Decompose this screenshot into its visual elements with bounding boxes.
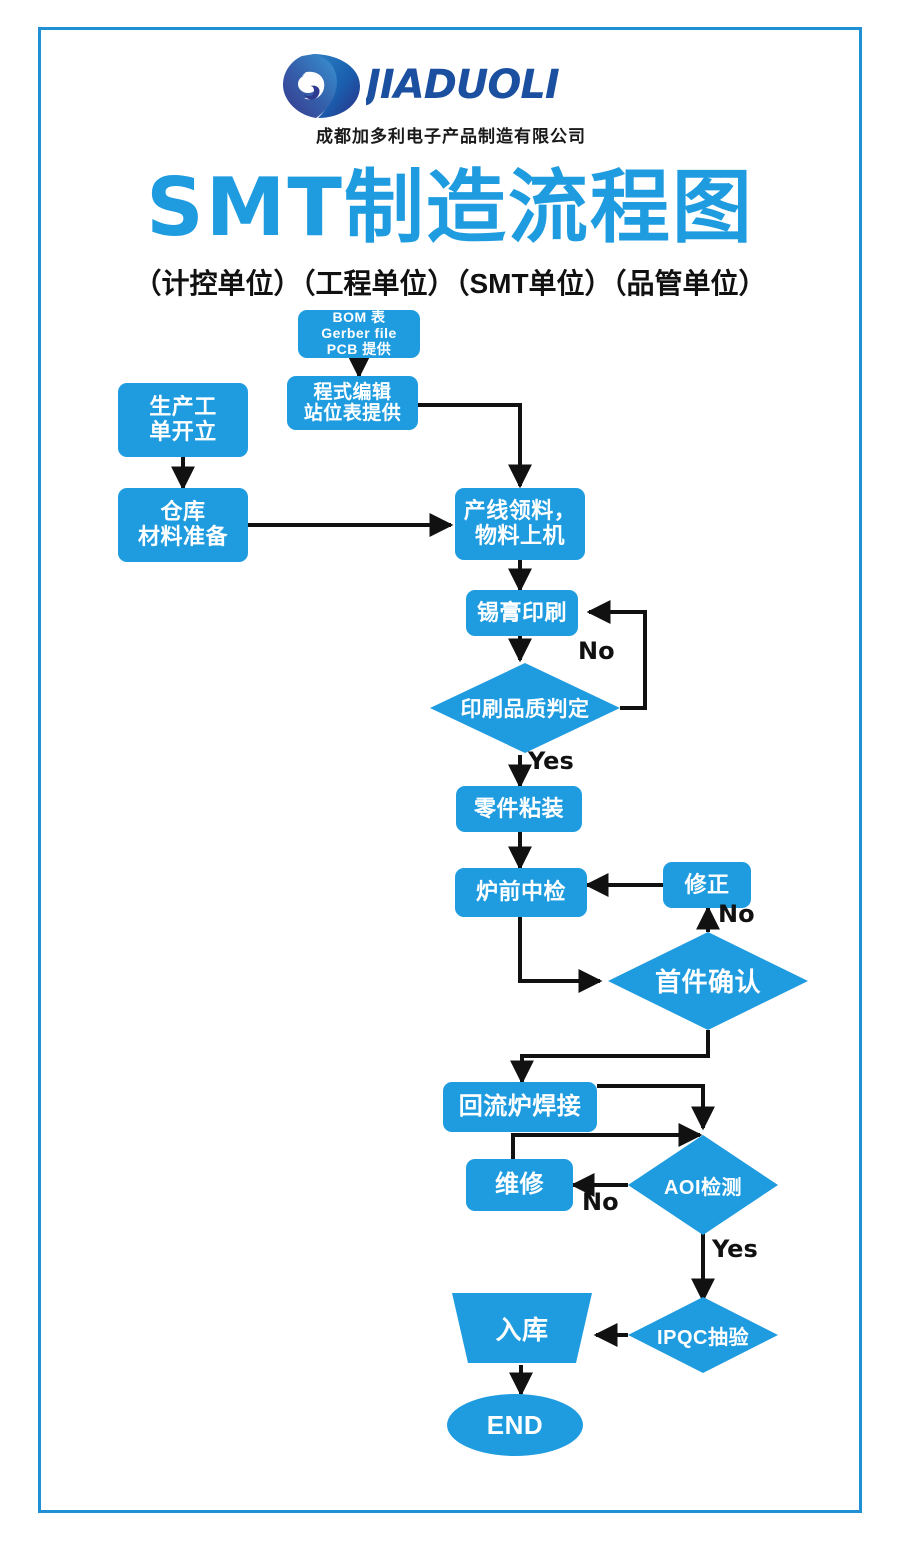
node-firstarticle-shape xyxy=(608,932,808,1030)
node-printing-label: 锡膏印刷 xyxy=(476,599,567,625)
edge-label-aoi-yes: Yes xyxy=(712,1235,758,1263)
node-repair[interactable]: 维修 xyxy=(466,1159,573,1211)
node-program[interactable]: 程式编辑 站位表提供 xyxy=(287,376,418,430)
node-aoi-shape xyxy=(628,1135,778,1235)
node-feeding[interactable]: 产线领料， 物料上机 xyxy=(455,488,585,560)
page-subtitle: （计控单位）（工程单位）（SMT单位）（品管单位） xyxy=(133,268,767,299)
page-title: SMT制造流程图 xyxy=(146,161,754,254)
node-printing[interactable]: 锡膏印刷 xyxy=(466,590,578,636)
flow-connectors xyxy=(171,354,808,1456)
node-printqc-shape xyxy=(430,663,620,753)
node-bom-label: BOM 表 Gerber file PCB 提供 xyxy=(321,309,397,357)
jiaduoli-swirl-logo-icon xyxy=(280,52,364,120)
node-end-shape xyxy=(447,1394,583,1456)
node-repair-label: 维修 xyxy=(495,1170,544,1198)
edge-label-aoi-no: No xyxy=(582,1188,619,1216)
company-logo: JIADUOLI 成都加多利电子产品制造有限公司 xyxy=(280,52,620,152)
node-stockin-shape xyxy=(452,1293,592,1363)
company-name: 成都加多利电子产品制造有限公司 xyxy=(316,127,586,146)
node-placement[interactable]: 零件粘装 xyxy=(456,786,582,832)
node-reflow-label: 回流炉焊接 xyxy=(458,1092,582,1120)
node-rework1[interactable]: 修正 xyxy=(663,862,751,908)
poster-border-frame xyxy=(38,27,862,1513)
node-rework1-label: 修正 xyxy=(684,871,730,897)
node-preoven[interactable]: 炉前中检 xyxy=(455,868,587,917)
node-bom[interactable]: BOM 表 Gerber file PCB 提供 xyxy=(298,310,420,358)
node-preoven-label: 炉前中检 xyxy=(475,879,566,905)
node-reflow[interactable]: 回流炉焊接 xyxy=(443,1082,597,1132)
svg-text:JIADUOLI: JIADUOLI xyxy=(366,62,560,108)
flowchart: BOM 表 Gerber file PCB 提供 程式编辑 站位表提供 生产工 … xyxy=(0,300,900,1480)
node-placement-label: 零件粘装 xyxy=(473,795,564,821)
edge-label-printqc-no: No xyxy=(578,637,615,665)
node-workorder-label: 生产工 单开立 xyxy=(149,394,217,444)
node-workorder[interactable]: 生产工 单开立 xyxy=(118,383,248,457)
edge-label-firstarticle-no: No xyxy=(718,900,755,928)
node-warehouse[interactable]: 仓库 材料准备 xyxy=(118,488,248,562)
node-program-label: 程式编辑 站位表提供 xyxy=(303,381,402,424)
logo-wordmark: JIADUOLI xyxy=(366,62,616,110)
edge-label-printqc-yes: Yes xyxy=(528,747,574,775)
node-feeding-label: 产线领料， 物料上机 xyxy=(463,498,577,548)
node-ipqc-shape xyxy=(628,1297,778,1373)
node-warehouse-label: 仓库 材料准备 xyxy=(137,499,228,549)
